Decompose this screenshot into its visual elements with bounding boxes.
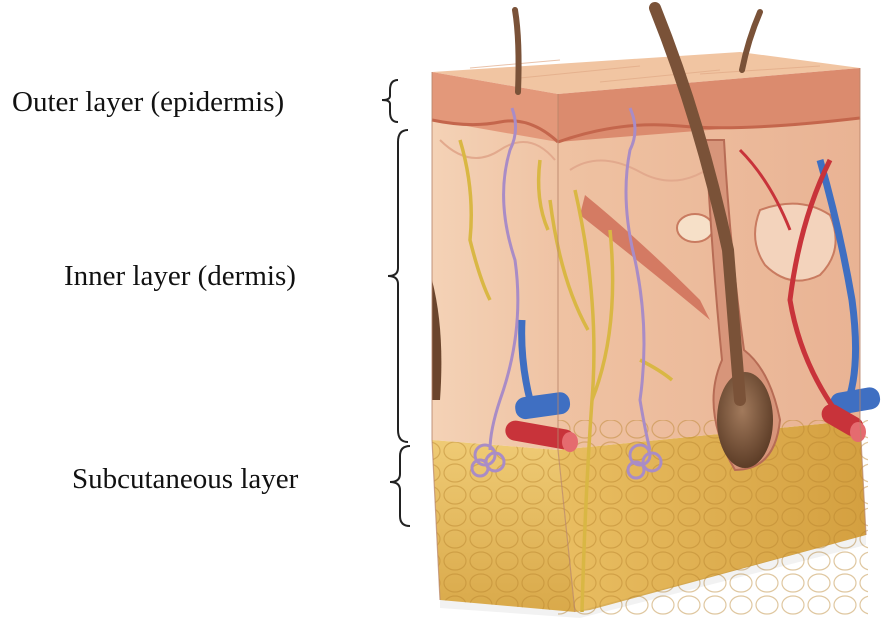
hair-left xyxy=(515,10,519,92)
bracket-inner xyxy=(388,130,408,442)
sebaceous-gland xyxy=(677,214,713,242)
bracket-subcutaneous xyxy=(390,446,410,526)
bracket-outer xyxy=(382,80,398,122)
hair-bulb xyxy=(717,372,773,468)
